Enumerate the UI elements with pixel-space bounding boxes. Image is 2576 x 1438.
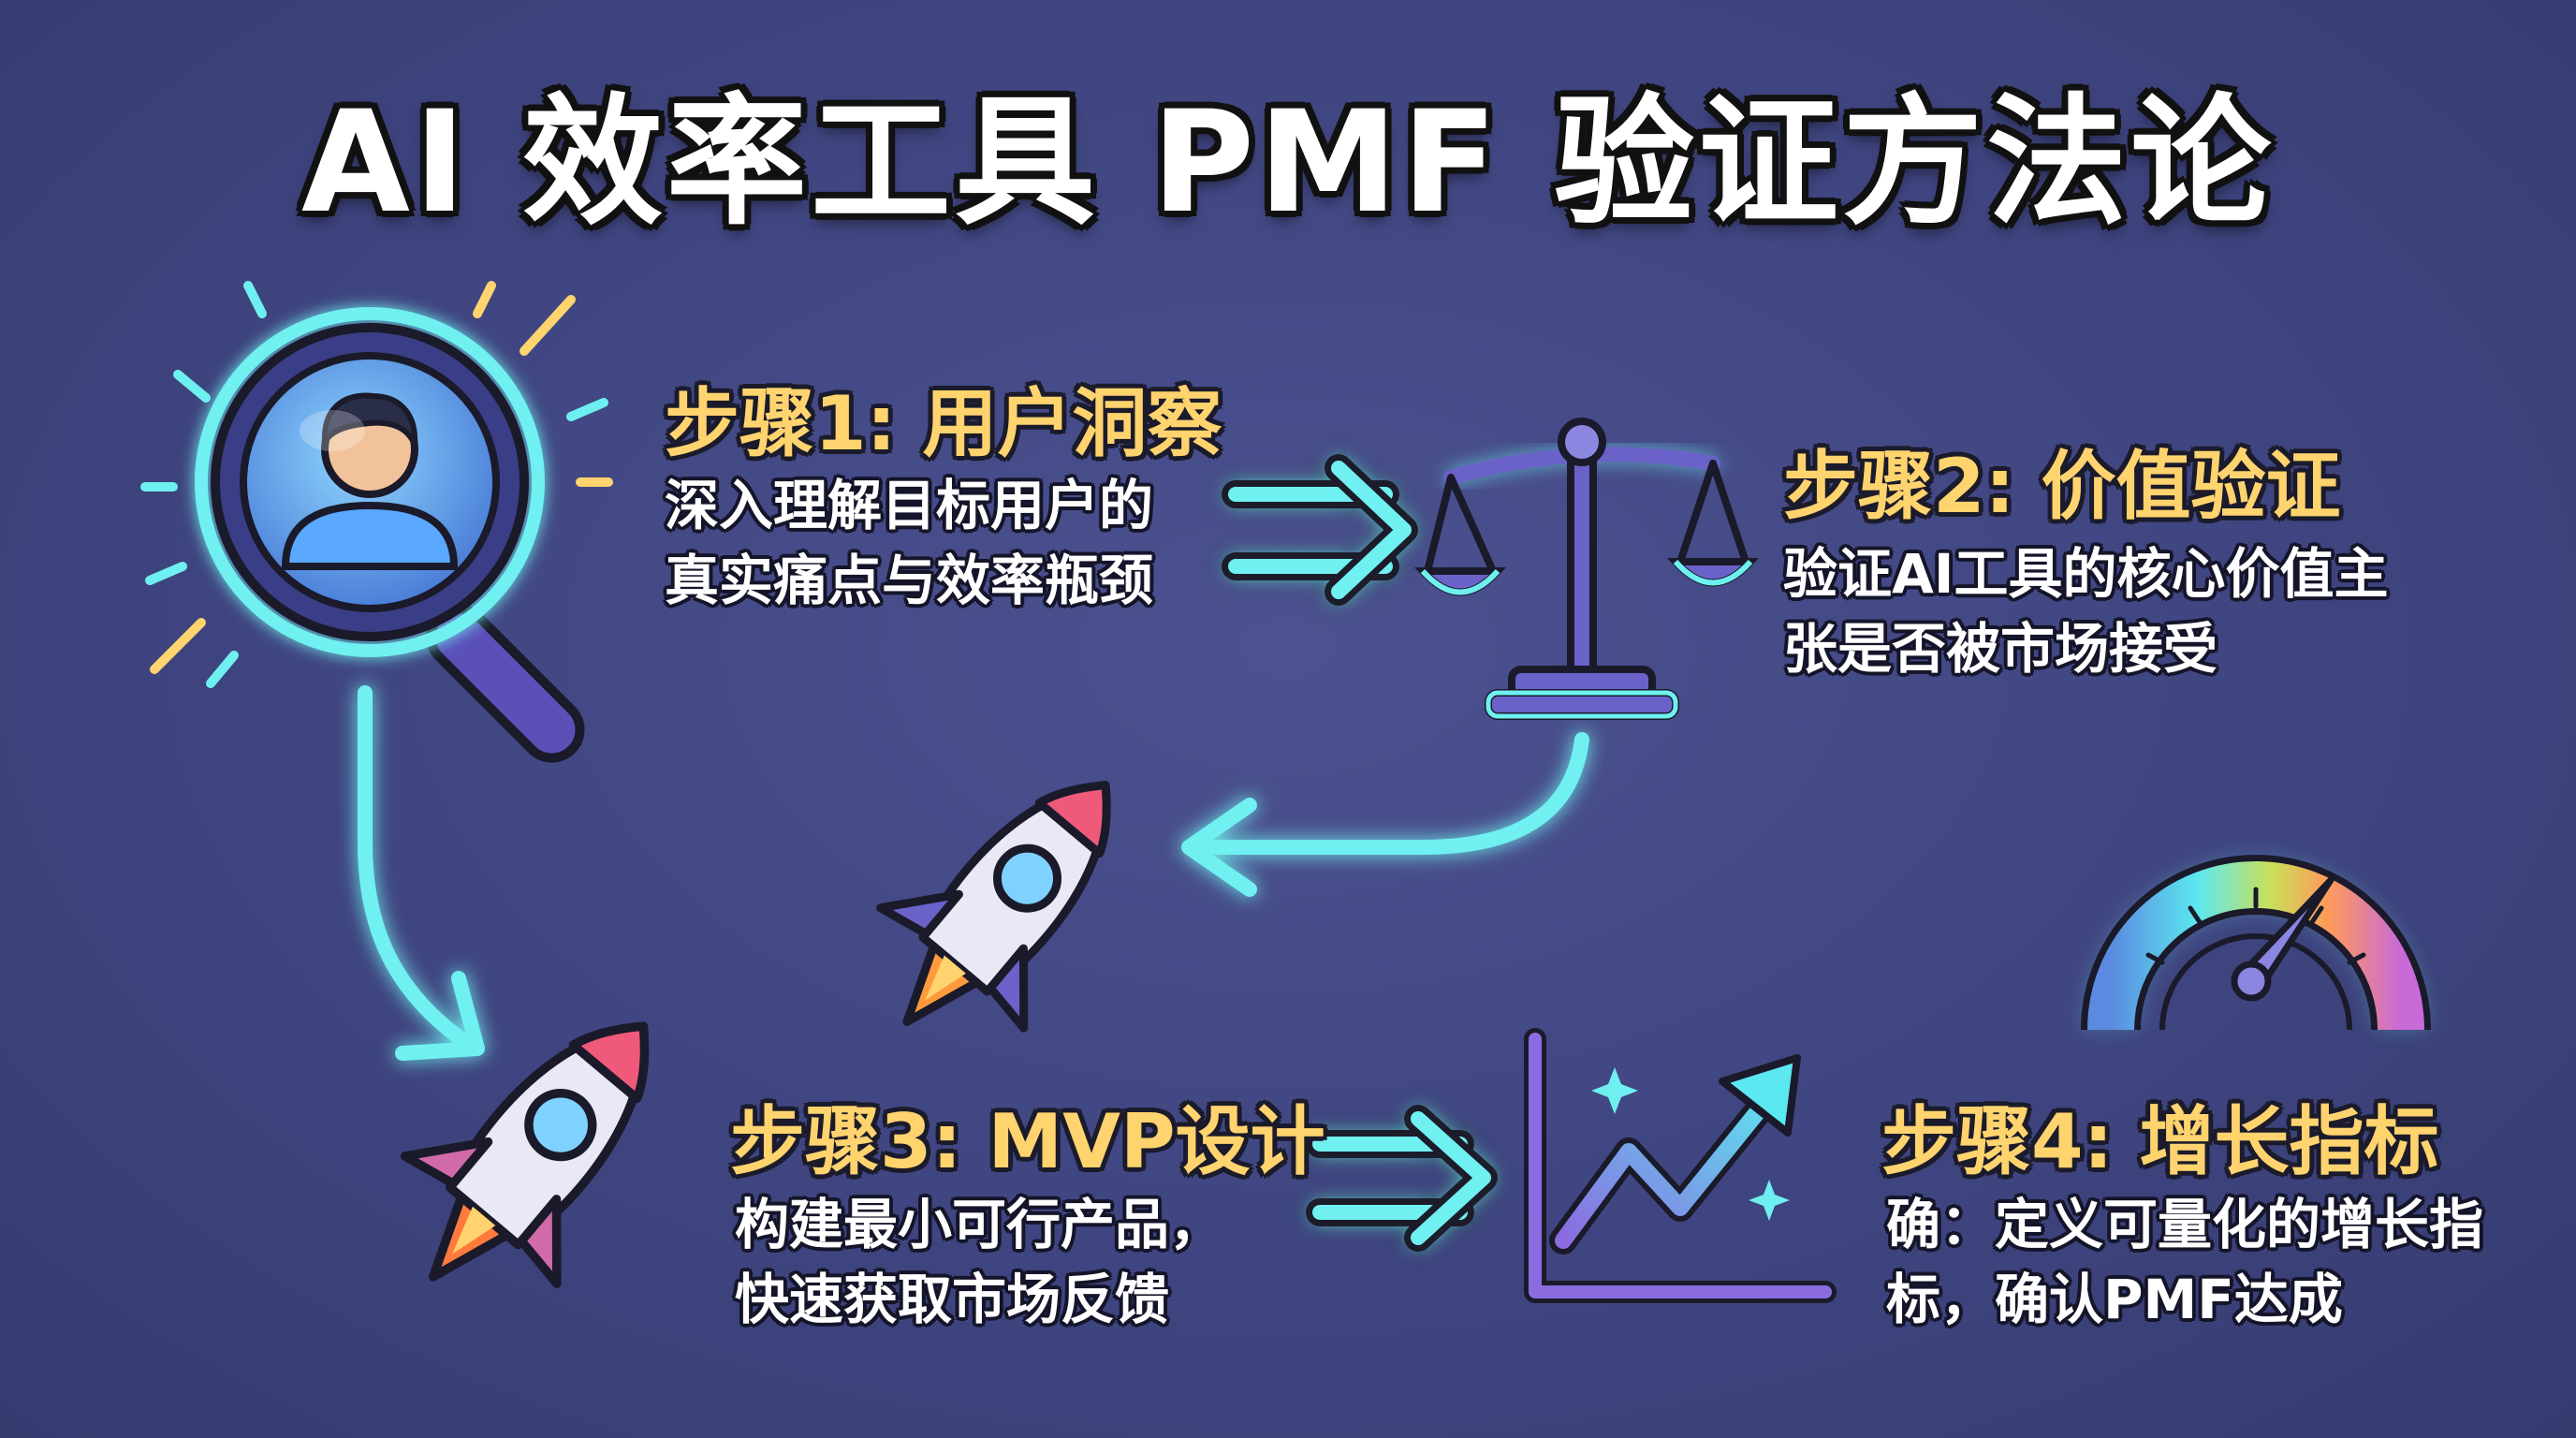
rocket-icon	[876, 781, 1111, 1033]
step3-desc-line: 快速获取市场反馈	[735, 1268, 1170, 1331]
step1-desc-line: 真实痛点与效率瓶颈	[665, 549, 1154, 612]
step2-title: 步骤2: 价值验证	[1783, 443, 2341, 530]
step4-description: 确：定义可量化的增长指 标，确认PMF达成	[1886, 1187, 2483, 1337]
rocket-icon	[400, 1021, 650, 1288]
step1-desc-line: 深入理解目标用户的	[665, 474, 1154, 537]
step4-title: 步骤4: 增长指标	[1881, 1098, 2439, 1185]
speedometer-gauge-icon	[2081, 855, 2431, 1031]
step3-desc-line: 构建最小可行产品，	[735, 1193, 1224, 1256]
step4-desc-line: 确：定义可量化的增长指	[1886, 1193, 2484, 1256]
page-title: AI 效率工具 PMF 验证方法论	[300, 81, 2276, 244]
step2-desc-line: 张是否被市场接受	[1783, 617, 2218, 681]
step1-description: 深入理解目标用户的 真实痛点与效率瓶颈	[665, 468, 1153, 618]
growth-chart-icon	[1524, 1028, 1837, 1303]
step3-title: 步骤3: MVP设计	[730, 1098, 1325, 1185]
arrow-step1-to-step2	[1222, 454, 1418, 606]
step2-description: 验证AI工具的核心价值主 张是否被市场接受	[1783, 536, 2388, 686]
step4-desc-line: 标，确认PMF达成	[1886, 1268, 2343, 1331]
arrow-step2-to-rocket	[1181, 732, 1589, 897]
step2-desc-line: 验证AI工具的核心价值主	[1783, 542, 2389, 606]
balance-scale-icon	[1414, 418, 1759, 720]
magnifier-user-icon	[140, 281, 613, 763]
step1-title: 步骤1: 用户洞察	[665, 380, 1222, 467]
arrow-step1-to-step3	[358, 685, 485, 1061]
arrow-step3-to-step4	[1306, 1105, 1498, 1252]
step3-description: 构建最小可行产品， 快速获取市场反馈	[735, 1187, 1223, 1337]
